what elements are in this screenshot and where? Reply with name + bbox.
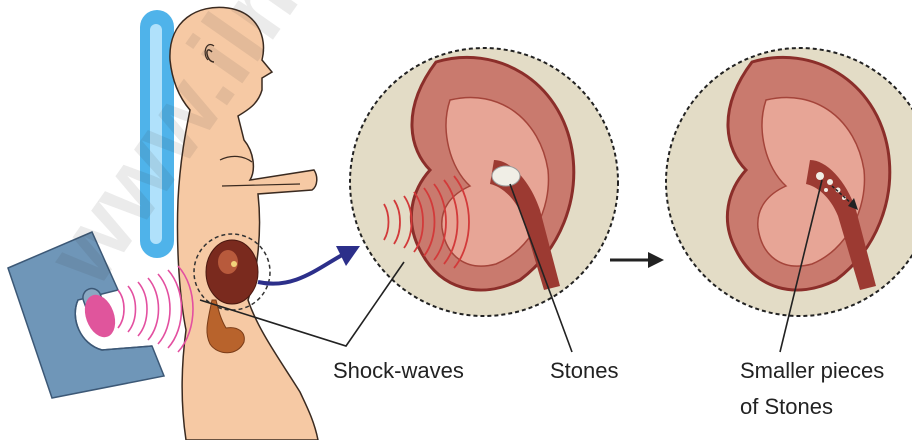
blue-imaging-column <box>140 10 174 258</box>
label-smaller-pieces-line2: of Stones <box>740 393 833 421</box>
label-shock-waves: Shock-waves <box>333 357 464 385</box>
inset-kidney-before <box>350 48 618 316</box>
shock-wave-transducer <box>79 286 120 341</box>
label-smaller-pieces-line1: Smaller pieces <box>740 357 884 385</box>
inset-kidney-after <box>666 48 912 316</box>
process-arrow <box>610 252 664 268</box>
label-stones: Stones <box>550 357 619 385</box>
patient-figure <box>170 7 318 440</box>
zoom-arrow <box>258 246 360 284</box>
